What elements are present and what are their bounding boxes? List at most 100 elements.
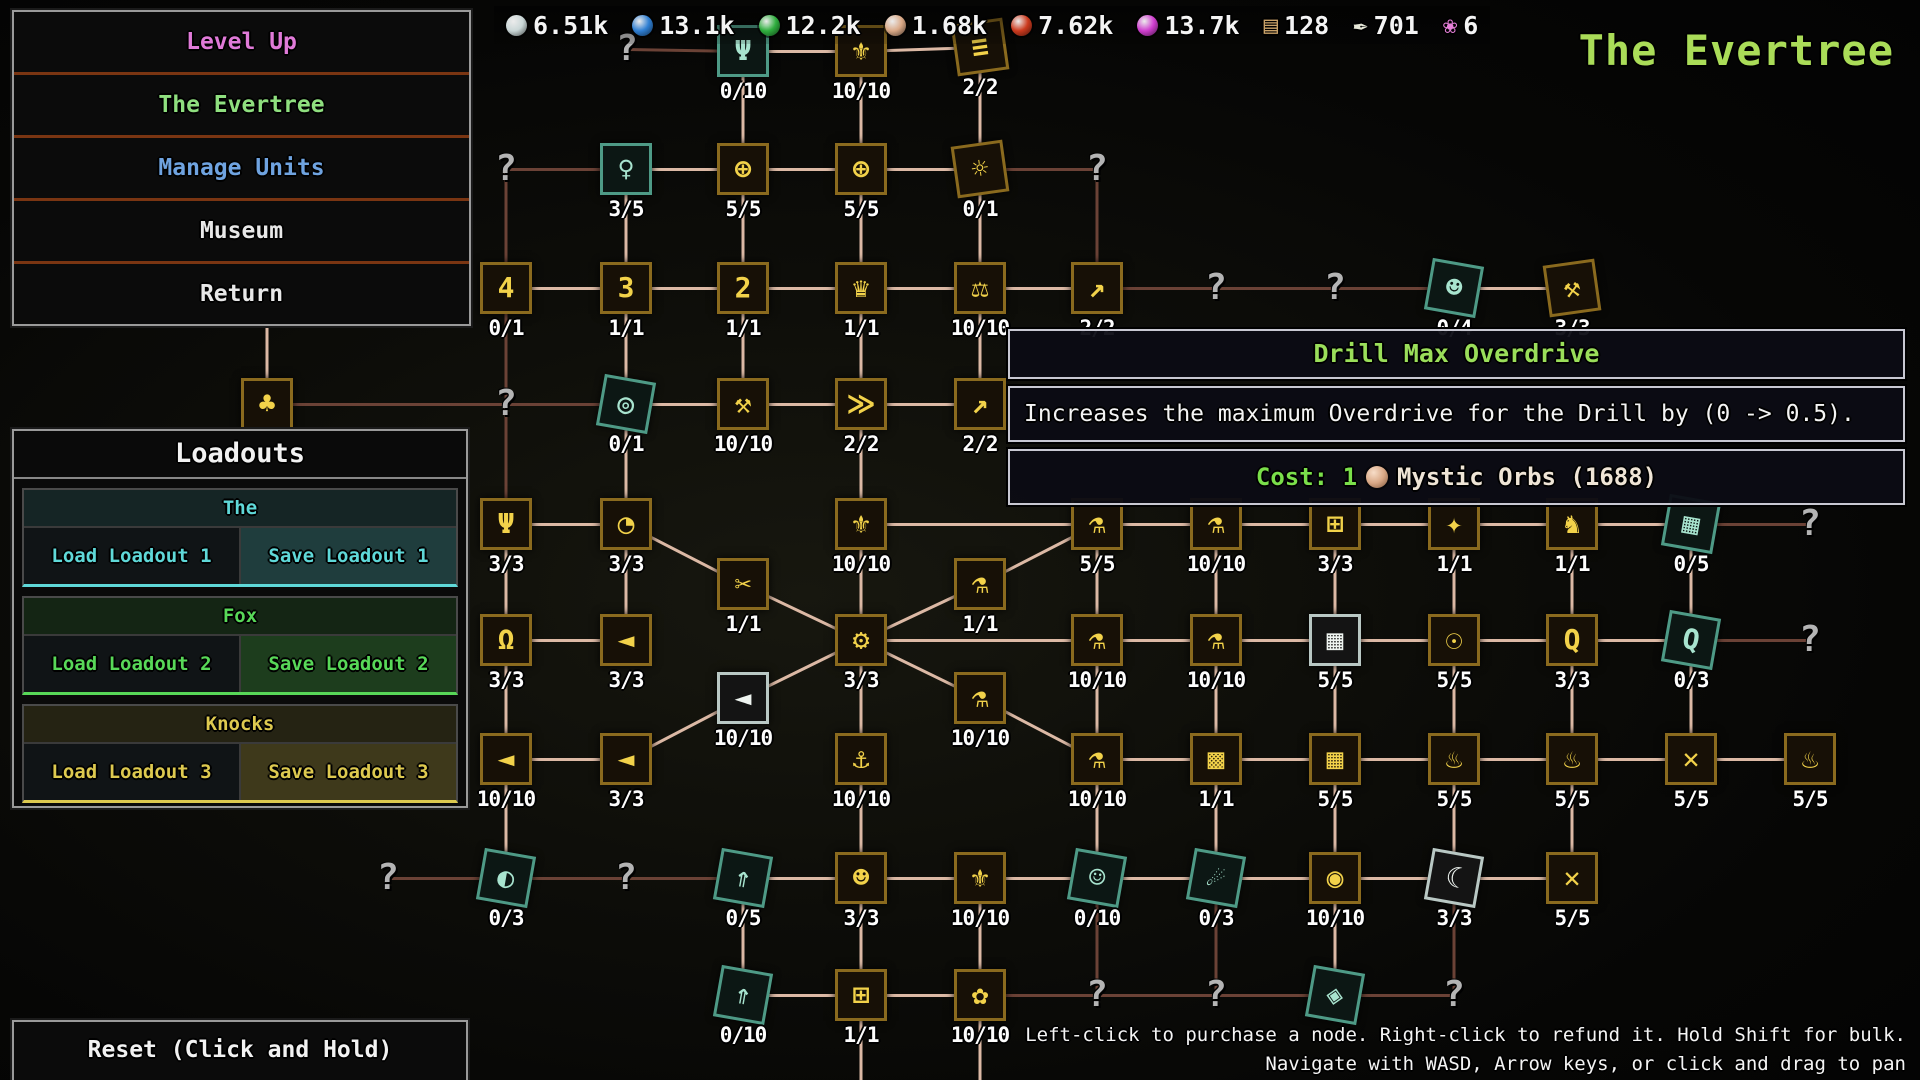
tree-edge (1691, 638, 1810, 642)
crown-icon[interactable]: ♛ (835, 262, 887, 314)
fleur-icon[interactable]: ⚜ (954, 852, 1006, 904)
flask-icon[interactable]: ⚗ (1190, 498, 1242, 550)
grid-icon[interactable]: ⊞ (835, 969, 887, 1021)
arrow-up-right-icon[interactable]: ↗ (1071, 262, 1123, 314)
tan-orb-icon (884, 14, 906, 36)
load-loadout-1-button[interactable]: Load Loadout 1 (24, 528, 239, 584)
pickaxe-icon[interactable]: ⚒ (1542, 258, 1602, 318)
node-progress: 0/3 (1673, 668, 1710, 692)
sun-icon[interactable]: ☼ (950, 139, 1010, 199)
hammer-icon[interactable]: ⚒ (717, 378, 769, 430)
ghost-icon[interactable]: ☻ (835, 852, 887, 904)
node-progress: 3/3 (608, 668, 645, 692)
load-loadout-2-button[interactable]: Load Loadout 2 (24, 636, 239, 692)
flask-icon[interactable]: ⚗ (1071, 498, 1123, 550)
spark-icon[interactable]: ✦ (1428, 498, 1480, 550)
unknown-node[interactable]: ? (1205, 974, 1227, 1015)
unknown-node[interactable]: ? (495, 148, 517, 189)
bell-icon[interactable]: ♨ (1546, 733, 1598, 785)
menu-item-return[interactable]: Return (14, 264, 469, 324)
menu-item-manage-units[interactable]: Manage Units (14, 138, 469, 201)
scissors-icon[interactable]: ✂ (717, 558, 769, 610)
save-loadout-3-button[interactable]: Save Loadout 3 (239, 744, 456, 800)
moon-icon[interactable]: ☾ (1423, 847, 1485, 909)
flask-icon[interactable]: ⚗ (954, 672, 1006, 724)
flask-icon[interactable]: ⚗ (954, 558, 1006, 610)
ring-4-icon[interactable]: 4 (480, 262, 532, 314)
cross-icon[interactable]: ✕ (1546, 852, 1598, 904)
resource-value: 7.62k (1038, 10, 1114, 40)
comet-icon[interactable]: ☄ (1185, 847, 1247, 909)
diamond-icon[interactable]: ◈ (1304, 964, 1366, 1026)
tree-edge (626, 402, 743, 406)
reset-button[interactable]: Reset (Click and Hold) (12, 1020, 468, 1080)
dots-grid-icon[interactable]: ▦ (1309, 614, 1361, 666)
venus-icon[interactable]: ♀ (600, 143, 652, 195)
shell-icon[interactable]: ◐ (475, 847, 537, 909)
arrow-left-icon[interactable]: ◄ (480, 733, 532, 785)
unknown-node[interactable]: ? (615, 857, 637, 898)
eye-icon[interactable]: ◉ (1309, 852, 1361, 904)
loadout-group-2: Fox Load Loadout 2 Save Loadout 2 (22, 596, 458, 695)
knight-icon[interactable]: ♞ (1546, 498, 1598, 550)
unknown-node[interactable]: ? (1205, 267, 1227, 308)
trunk-icon[interactable]: ♣ (241, 378, 293, 430)
save-loadout-1-button[interactable]: Save Loadout 1 (239, 528, 456, 584)
tree-edge (1216, 522, 1335, 526)
static-icon[interactable]: ▩ (1190, 733, 1242, 785)
flask-icon[interactable]: ⚗ (1071, 733, 1123, 785)
unknown-node[interactable]: ? (1086, 974, 1108, 1015)
arrow-left-icon[interactable]: ◄ (717, 672, 769, 724)
q-icon[interactable]: Q (1546, 614, 1598, 666)
q-icon[interactable]: Q (1660, 609, 1722, 671)
flower-icon[interactable]: ✿ (954, 969, 1006, 1021)
orb-plus-icon[interactable]: ⊕ (717, 143, 769, 195)
orb-plus-icon[interactable]: ⊕ (835, 143, 887, 195)
fountain-icon[interactable]: ⚜ (835, 498, 887, 550)
unknown-node[interactable]: ? (1443, 974, 1465, 1015)
load-loadout-3-button[interactable]: Load Loadout 3 (24, 744, 239, 800)
menu-item-level-up[interactable]: Level Up (14, 12, 469, 75)
scales-icon[interactable]: ⚖ (954, 262, 1006, 314)
arrow-up-right-icon[interactable]: ↗ (954, 378, 1006, 430)
bell-icon[interactable]: ♨ (1428, 733, 1480, 785)
unknown-node[interactable]: ? (1799, 619, 1821, 660)
face-icon[interactable]: ☺ (1066, 847, 1128, 909)
unknown-node[interactable]: ? (1086, 148, 1108, 189)
ring-3-icon[interactable]: 3 (600, 262, 652, 314)
clock-icon[interactable]: ◔ (600, 498, 652, 550)
tree-edge (626, 876, 743, 880)
book-icon[interactable]: ⊞ (1309, 498, 1361, 550)
flask-icon[interactable]: ⚗ (1190, 614, 1242, 666)
fox-icon[interactable]: Ω (480, 614, 532, 666)
flask-icon[interactable]: ⚗ (1071, 614, 1123, 666)
unknown-node[interactable]: ? (377, 857, 399, 898)
ring-2-icon[interactable]: 2 (717, 262, 769, 314)
grid-icon[interactable]: ▦ (1309, 733, 1361, 785)
tree-edge (1335, 286, 1454, 290)
unknown-node[interactable]: ? (495, 383, 517, 424)
goblet-icon[interactable]: Ψ (480, 498, 532, 550)
node-progress: 3/5 (608, 197, 645, 221)
tree-edge (980, 167, 1097, 171)
spiral-icon[interactable]: ◎ (595, 373, 657, 435)
bell-icon[interactable]: ♨ (1784, 733, 1836, 785)
unknown-node[interactable]: ? (1324, 267, 1346, 308)
save-loadout-2-button[interactable]: Save Loadout 2 (239, 636, 456, 692)
node-progress: 5/5 (843, 197, 880, 221)
tree-edge (861, 402, 980, 406)
arrow-left-plus-icon[interactable]: ◄ (600, 733, 652, 785)
arrow-up-icon[interactable]: ⇑ (712, 847, 774, 909)
anchor-icon[interactable]: ⚓ (835, 733, 887, 785)
gear-icon[interactable]: ⚙ (835, 614, 887, 666)
tooltip-title: Drill Max Overdrive (1008, 329, 1905, 379)
speed-icon[interactable]: ≫ (835, 378, 887, 430)
sun-face-icon[interactable]: ☉ (1428, 614, 1480, 666)
horn-icon[interactable]: ◄ (600, 614, 652, 666)
cross-arrows-icon[interactable]: ✕ (1665, 733, 1717, 785)
arrow-up-icon[interactable]: ⇑ (712, 964, 774, 1026)
mask-icon[interactable]: ☻ (1423, 257, 1485, 319)
menu-item-museum[interactable]: Museum (14, 201, 469, 264)
unknown-node[interactable]: ? (1799, 503, 1821, 544)
menu-item-the-evertree[interactable]: The Evertree (14, 75, 469, 138)
